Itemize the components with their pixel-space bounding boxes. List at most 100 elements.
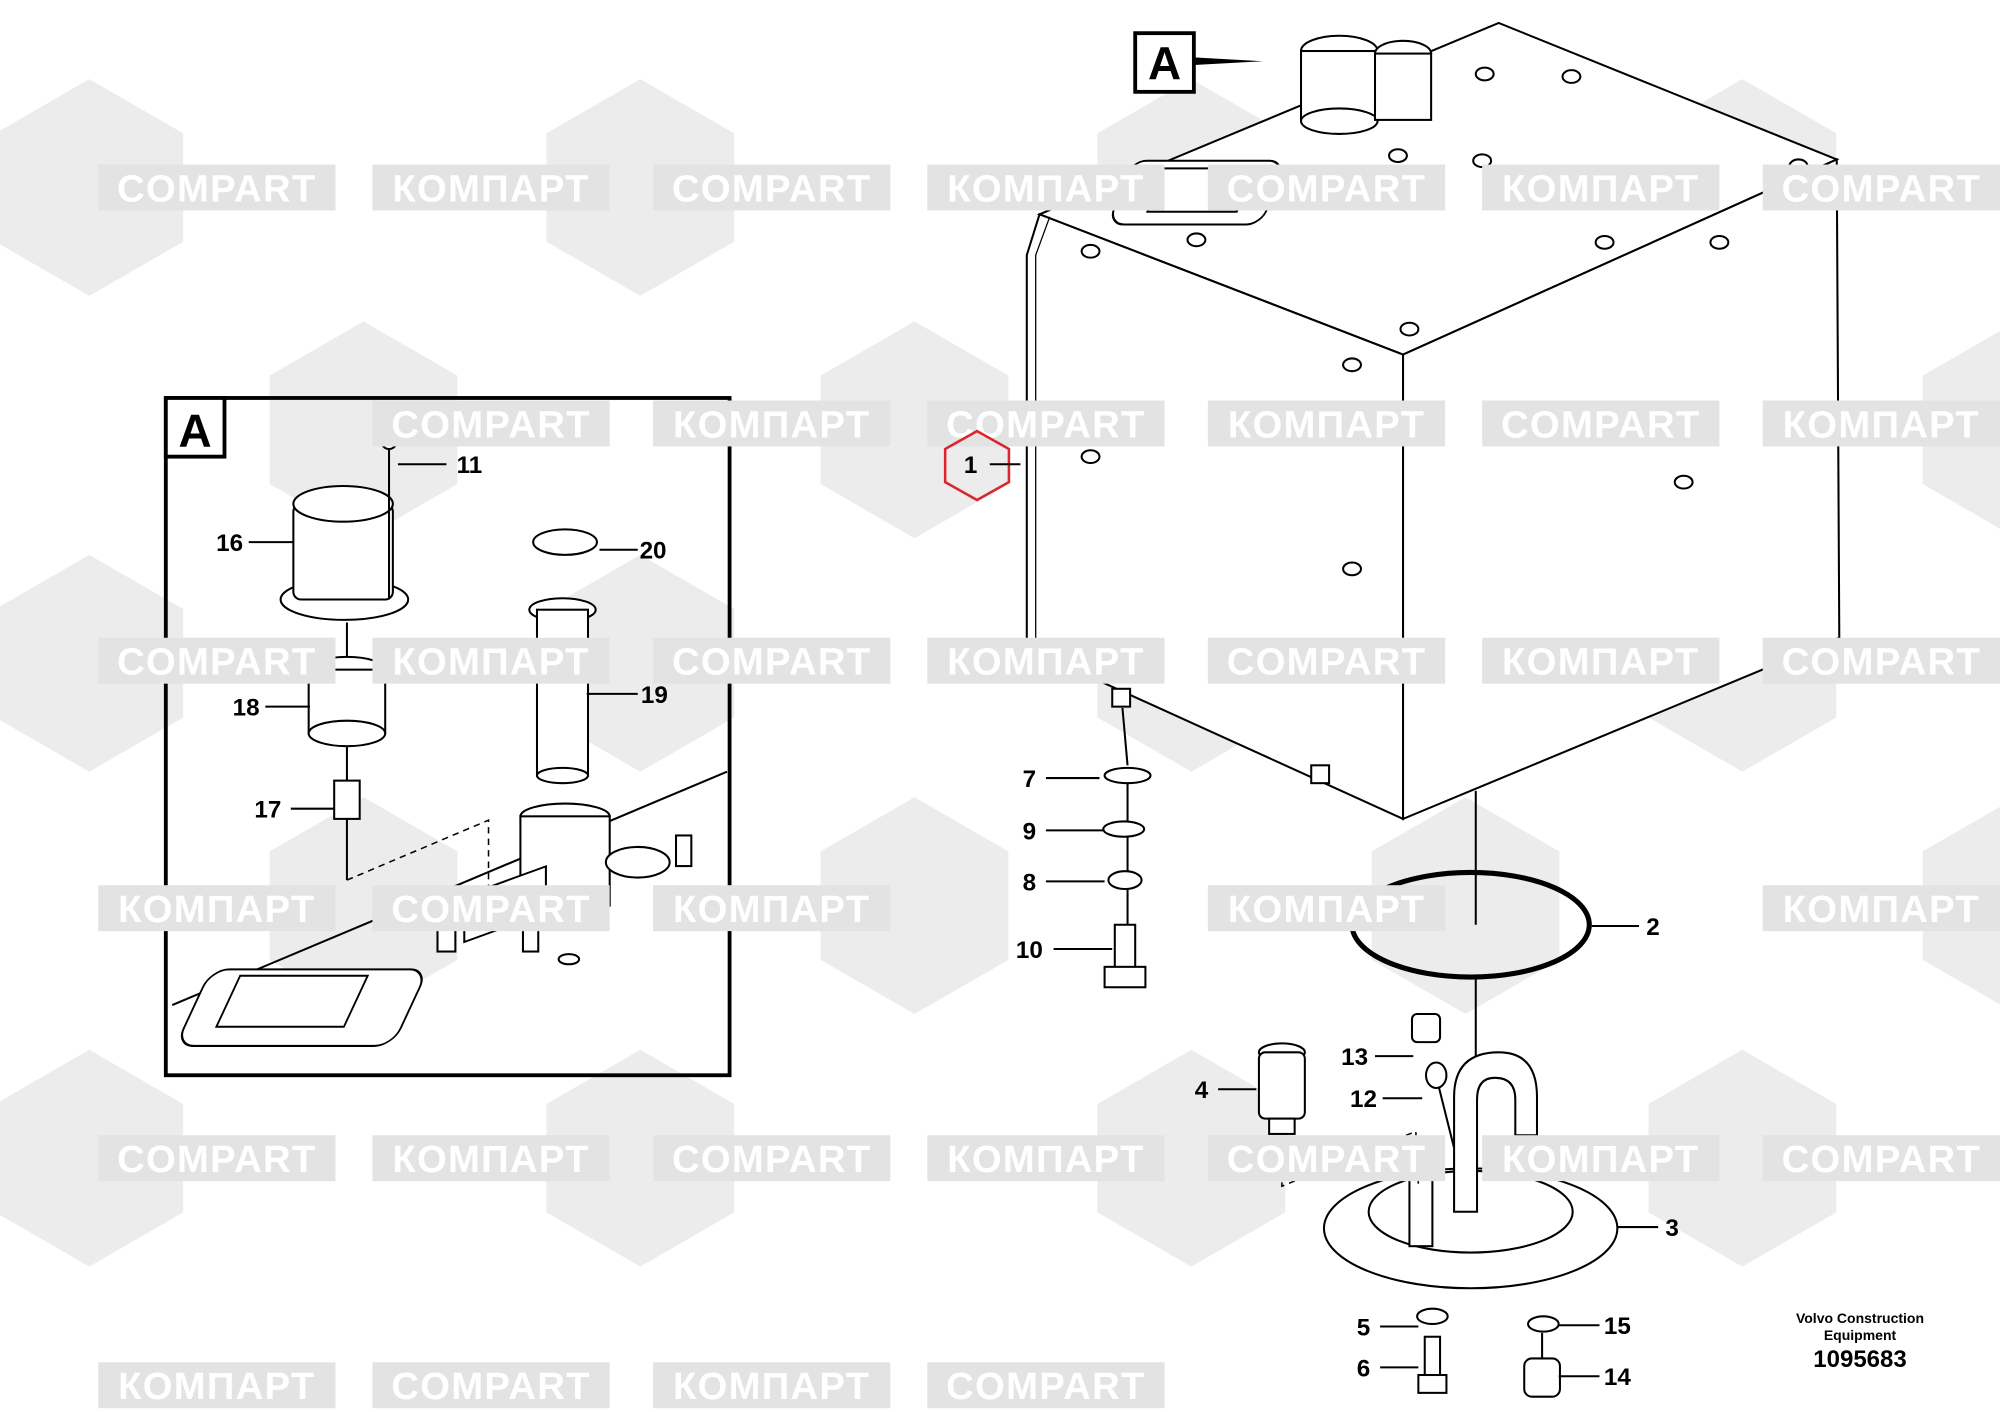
watermark-band — [653, 637, 891, 684]
watermark-band — [98, 1362, 336, 1409]
watermark-band — [927, 637, 1165, 684]
watermark-band — [653, 1362, 891, 1409]
watermark-text: COMPART — [672, 168, 871, 211]
watermark-text: КОМПАРТ — [1502, 641, 1699, 684]
bolt-boss — [1594, 234, 1615, 250]
watermark-band — [927, 1362, 1165, 1409]
watermark-text: КОМПАРТ — [392, 1138, 589, 1181]
watermark-text: COMPART — [1501, 404, 1700, 447]
watermark-hexagon — [269, 797, 458, 1015]
watermark-hexagon — [820, 321, 1009, 539]
watermark-text: COMPART — [672, 1138, 871, 1181]
watermark-hexagon — [1648, 1049, 1837, 1267]
watermark-hexagon — [1097, 1049, 1286, 1267]
watermark-text: COMPART — [1227, 168, 1426, 211]
watermark-text: КОМПАРТ — [1502, 168, 1699, 211]
watermark-band — [372, 637, 610, 684]
callout-1[interactable]: 1 — [964, 452, 977, 479]
watermark-band — [98, 637, 336, 684]
watermark-text: КОМПАРТ — [673, 1365, 870, 1408]
bolt-boss — [1186, 232, 1207, 248]
watermark-hexagon — [0, 79, 184, 296]
watermark-band — [1482, 164, 1720, 211]
watermark-hexagon — [0, 1049, 184, 1267]
callout-17[interactable]: 17 — [254, 797, 281, 824]
watermark-text: COMPART — [1782, 1138, 1981, 1181]
watermark-text: COMPART — [117, 641, 316, 684]
callout-18[interactable]: 18 — [233, 695, 260, 722]
watermark-text: COMPART — [117, 1138, 316, 1181]
manufacturer-name-line2: Equipment — [1823, 1327, 1897, 1343]
callout-19[interactable]: 19 — [641, 682, 668, 709]
watermark-text: КОМПАРТ — [1228, 404, 1425, 447]
callout-11[interactable]: 11 — [457, 452, 483, 479]
watermark-band — [927, 1135, 1165, 1182]
watermark-band — [1207, 637, 1446, 684]
watermark-band — [372, 1362, 610, 1409]
bolt-boss — [1399, 321, 1420, 337]
callout-3[interactable]: 3 — [1665, 1215, 1678, 1242]
watermark-text: КОМПАРТ — [118, 888, 315, 931]
bolt-boss — [1709, 234, 1730, 250]
callout-20[interactable]: 20 — [640, 538, 667, 565]
watermark-band — [1762, 400, 2000, 447]
callout-12[interactable]: 12 — [1350, 1086, 1377, 1113]
watermark-band — [372, 400, 610, 447]
callout-4[interactable]: 4 — [1195, 1077, 1209, 1104]
watermark-band — [927, 164, 1165, 211]
watermark-band — [1207, 400, 1446, 447]
callout-15[interactable]: 15 — [1604, 1313, 1631, 1340]
watermark-text: COMPART — [391, 888, 590, 931]
watermark-band — [1482, 1135, 1720, 1182]
bolt-boss — [1561, 69, 1582, 84]
selected-item-hexagon[interactable] — [943, 429, 1011, 502]
drawing-number: 1095683 — [1813, 1346, 1907, 1373]
watermark-text: КОМПАРТ — [1228, 888, 1425, 931]
watermark-text: COMPART — [391, 404, 590, 447]
callout-16[interactable]: 16 — [216, 530, 243, 557]
watermark-hexagon — [0, 554, 184, 772]
watermark-text: КОМПАРТ — [947, 1138, 1144, 1181]
bolt-boss — [1080, 243, 1101, 259]
watermark-text: КОМПАРТ — [392, 641, 589, 684]
manufacturer-name: Volvo Construction — [1795, 1310, 1925, 1326]
watermark-band — [98, 1135, 336, 1182]
watermark-band — [372, 885, 610, 932]
watermark-hexagon — [1371, 797, 1560, 1015]
watermark-hexagon — [546, 79, 735, 296]
callout-2[interactable]: 2 — [1646, 914, 1659, 941]
watermark-text: COMPART — [391, 1365, 590, 1408]
bolt-boss — [1673, 474, 1694, 490]
callout-5[interactable]: 5 — [1357, 1314, 1370, 1341]
callout-8[interactable]: 8 — [1023, 869, 1036, 896]
callout-14[interactable]: 14 — [1604, 1364, 1631, 1391]
bolt-boss — [1342, 561, 1362, 577]
watermark-text: КОМПАРТ — [1502, 1138, 1699, 1181]
watermark-hexagon — [820, 797, 1009, 1015]
callout-7[interactable]: 7 — [1023, 766, 1036, 793]
callout-10[interactable]: 10 — [1016, 937, 1043, 964]
view-a-marker: A — [1148, 37, 1181, 89]
watermark-text: COMPART — [672, 641, 871, 684]
watermark-text: COMPART — [946, 1365, 1145, 1408]
watermark-hexagon — [269, 321, 458, 539]
watermark-band — [1762, 164, 2000, 211]
lower-parts — [1102, 707, 1619, 1398]
callout-6[interactable]: 6 — [1357, 1355, 1370, 1382]
bolt-boss — [1342, 357, 1362, 373]
watermark-band — [1207, 164, 1446, 211]
watermark-text: COMPART — [1782, 641, 1981, 684]
callout-13[interactable]: 13 — [1341, 1044, 1368, 1071]
watermark-text: COMPART — [1782, 168, 1981, 211]
watermark-text: COMPART — [117, 168, 316, 211]
callout-9[interactable]: 9 — [1023, 818, 1036, 845]
watermark-band — [1762, 1135, 2000, 1182]
watermark-text: COMPART — [1227, 1138, 1426, 1181]
watermark-band — [1207, 885, 1446, 932]
watermark-band — [372, 164, 610, 211]
bolt-boss — [1388, 148, 1408, 164]
inset-view-label-box — [163, 396, 227, 459]
bolt-boss — [1474, 66, 1495, 82]
watermark-hexagon — [546, 1049, 735, 1267]
